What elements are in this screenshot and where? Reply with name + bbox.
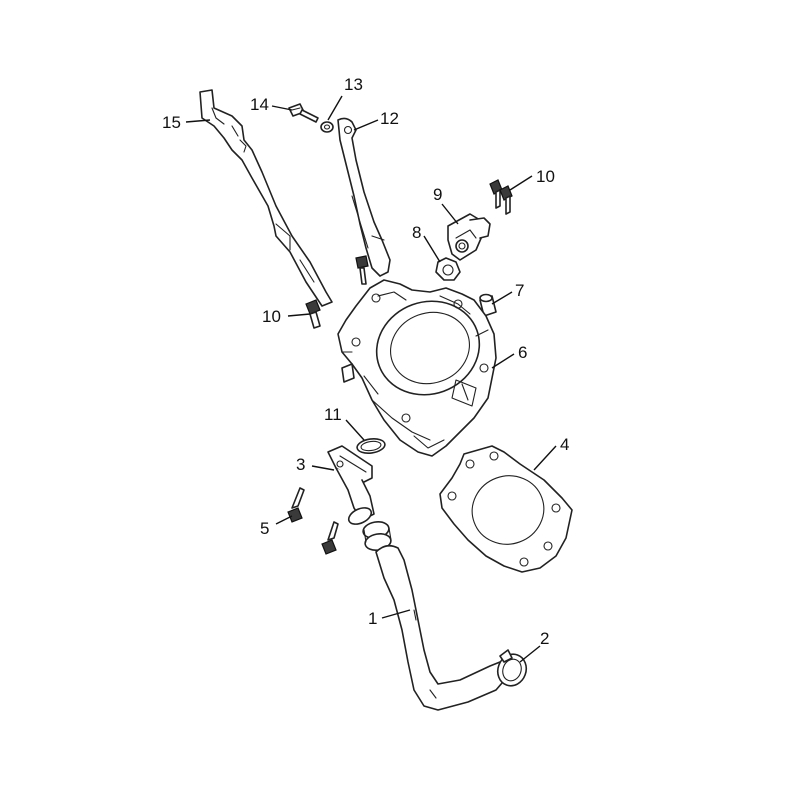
callout-6: 6 — [518, 343, 527, 362]
callout-10-lower: 10 — [262, 307, 281, 326]
leader-3 — [311, 465, 335, 471]
leader-2 — [519, 645, 541, 663]
leader-10b — [287, 313, 311, 317]
callout-12: 12 — [380, 109, 399, 128]
callout-3: 3 — [296, 455, 305, 474]
leader-8 — [423, 235, 441, 263]
part-7-dowel-pin — [479, 293, 497, 317]
part-3-water-fitting — [327, 445, 375, 525]
part-1-water-hose — [375, 544, 509, 711]
leader-9 — [441, 203, 459, 225]
part-13-washer — [320, 121, 334, 133]
part-14-bolt — [288, 103, 319, 123]
part-4-base-gasket — [439, 445, 573, 573]
leader-10a — [509, 175, 533, 191]
part-9-chain-tensioner — [447, 213, 491, 261]
callout-11: 11 — [324, 405, 342, 424]
part-2-hose-clamp — [496, 649, 528, 687]
leader-14 — [271, 105, 293, 111]
part-10-bolts-upper — [489, 179, 513, 215]
part-10-bolt-lower — [305, 299, 321, 329]
callout-13: 13 — [344, 75, 363, 94]
callout-1: 1 — [368, 609, 377, 628]
callout-14: 14 — [250, 95, 269, 114]
callout-15: 15 — [162, 113, 181, 132]
dowel-left-of-6 — [341, 363, 355, 383]
leader-15 — [185, 119, 211, 123]
part-5-bolt-a — [287, 487, 305, 523]
leader-4 — [533, 445, 557, 471]
leader-11 — [345, 419, 365, 441]
callout-2: 2 — [540, 629, 549, 648]
part-12-tensioner-arm — [337, 117, 391, 277]
leader-1 — [381, 609, 411, 619]
leader-lines — [185, 95, 557, 663]
leader-6 — [491, 353, 515, 369]
leader-7 — [491, 291, 513, 305]
part-8-tensioner-gasket — [435, 257, 461, 281]
leader-12 — [353, 119, 379, 131]
part-5-bolt-b — [321, 521, 339, 555]
bolt-near-12 — [355, 255, 369, 285]
part-6-cylinder-block — [337, 279, 497, 457]
callout-8: 8 — [412, 223, 421, 242]
leader-13 — [327, 95, 343, 121]
part-11-o-ring — [356, 437, 386, 455]
callout-9: 9 — [433, 185, 442, 204]
callout-labels: 15 14 13 12 10 9 8 7 10 6 11 4 3 5 1 2 — [162, 75, 569, 648]
leader-5 — [275, 515, 293, 525]
callout-5: 5 — [260, 519, 269, 538]
callout-10-upper: 10 — [536, 167, 555, 186]
part-15-chain-guide — [199, 89, 333, 307]
callout-7: 7 — [515, 281, 524, 300]
callout-4: 4 — [560, 435, 569, 454]
